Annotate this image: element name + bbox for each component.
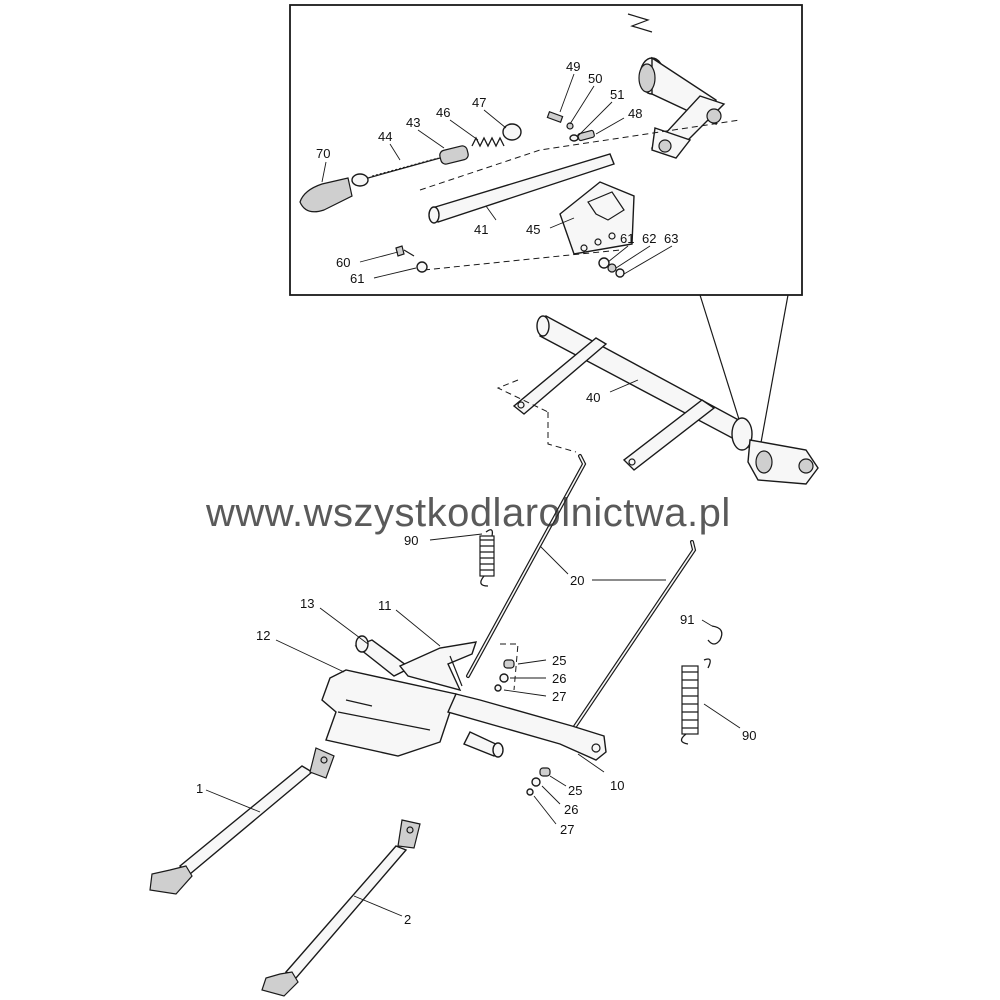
- callout-27: 27: [552, 689, 566, 704]
- callout-45: 45: [526, 222, 540, 237]
- leader-line: [533, 795, 557, 825]
- sleeve-part-43: [439, 145, 469, 165]
- leader-line: [503, 689, 547, 697]
- callout-43: 43: [406, 115, 420, 130]
- leader-line: [205, 789, 261, 813]
- rod-part-2: [261, 819, 421, 997]
- callout-25: 25: [552, 653, 566, 668]
- callout-40: 40: [586, 390, 600, 405]
- callout-70: 70: [316, 146, 330, 161]
- spring-part-90: [680, 658, 711, 745]
- callout-49: 49: [566, 59, 580, 74]
- cross-shaft-part-40: [496, 314, 819, 485]
- bracket-part-12: [321, 669, 457, 757]
- leader-line: [517, 659, 547, 665]
- leader-line: [319, 607, 369, 645]
- pedal-arm-part-11: [398, 641, 478, 692]
- callout-61: 61: [350, 271, 364, 286]
- callout-44: 44: [378, 129, 392, 144]
- callout-91: 91: [680, 612, 694, 627]
- callout-10: 10: [610, 778, 624, 793]
- callout-90: 90: [742, 728, 756, 743]
- tube-part-13: [354, 635, 504, 758]
- bush-part-47: [502, 123, 522, 141]
- callout-51: 51: [610, 87, 624, 102]
- leader-line: [701, 619, 713, 627]
- callout-48: 48: [628, 106, 642, 121]
- callout-26: 26: [552, 671, 566, 686]
- leader-line: [549, 775, 567, 787]
- leader-line: [539, 545, 569, 575]
- leader-line: [703, 703, 741, 729]
- leader-line: [395, 609, 441, 647]
- callout-26: 26: [564, 802, 578, 817]
- watermark-text: www.wszystkodlarolnictwa.pl: [205, 491, 731, 535]
- leader-line: [541, 785, 561, 805]
- spring-part-46: [471, 136, 505, 148]
- callout-2: 2: [404, 912, 411, 927]
- callout-12: 12: [256, 628, 270, 643]
- knob-part-70: [299, 173, 369, 213]
- leader-line: [577, 753, 605, 773]
- inset-pointer-line: [759, 294, 789, 449]
- callout-20: 20: [570, 573, 584, 588]
- detail-inset: 70 44 43 46 47 49 50 51 48 41 45 60 61 6…: [289, 4, 803, 296]
- spring-part-90: [479, 529, 495, 587]
- fastener-group-lower: [526, 767, 551, 796]
- callout-63: 63: [664, 231, 678, 246]
- callout-27: 27: [560, 822, 574, 837]
- callout-60: 60: [336, 255, 350, 270]
- callout-46: 46: [436, 105, 450, 120]
- callout-62: 62: [642, 231, 656, 246]
- callout-50: 50: [588, 71, 602, 86]
- rod-part-1: [149, 747, 335, 895]
- fastener-group-upper: [494, 643, 519, 692]
- shaft-end-part: [638, 56, 726, 159]
- callout-13: 13: [300, 596, 314, 611]
- callout-41: 41: [474, 222, 488, 237]
- leader-line: [609, 379, 639, 393]
- clip-part-91: [707, 625, 723, 645]
- leader-line: [429, 533, 483, 541]
- pedal-arm-part-10: [447, 693, 607, 761]
- callout-1: 1: [196, 781, 203, 796]
- callout-25: 25: [568, 783, 582, 798]
- callout-11: 11: [378, 598, 392, 613]
- callout-90: 90: [404, 533, 418, 548]
- leader-line: [275, 639, 345, 673]
- callout-47: 47: [472, 95, 486, 110]
- lever-part-41: [428, 153, 615, 224]
- plate-part-45: [559, 181, 635, 255]
- callout-61: 61: [620, 231, 634, 246]
- rod-part-20: [466, 454, 697, 730]
- leader-line: [353, 895, 403, 917]
